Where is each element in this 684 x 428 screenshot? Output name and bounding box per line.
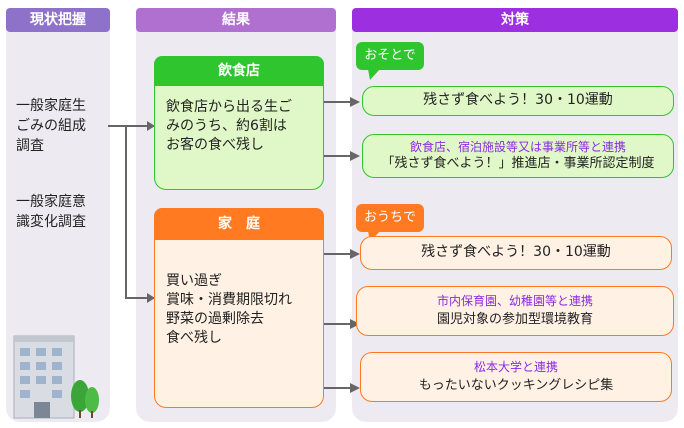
measure-home-recipes: 松本大学と連携 もったいないクッキングレシピ集 bbox=[360, 352, 672, 402]
survey-header: 現状把握 bbox=[6, 8, 110, 32]
survey-item-awareness-line: 識変化調査 bbox=[16, 214, 86, 230]
measure-home-campaign: 残さず食べよう！30・10運動 bbox=[360, 236, 672, 270]
survey-item-awareness: 一般家庭意 識変化調査 bbox=[16, 192, 86, 232]
measure-home-recipes-partner: 松本大学と連携 bbox=[473, 360, 558, 374]
measure-out-certification-text: 「残さず食べよう！」推進店・事業所認定制度 bbox=[381, 156, 655, 171]
connector-survey-out bbox=[108, 125, 126, 127]
measure-home-recipes-text: もったいないクッキングレシピ集 bbox=[418, 378, 614, 393]
measure-home-education-partner: 市内保育園、幼稚園等と連携 bbox=[436, 294, 593, 308]
survey-item-composition: 一般家庭生 ごみの組成 調査 bbox=[16, 96, 86, 156]
measure-out-campaign-text: 残さず食べよう！30・10運動 bbox=[423, 92, 613, 108]
connector-to-restaurant bbox=[125, 125, 149, 127]
arrow-household-to-home3 bbox=[324, 387, 352, 389]
restaurant-title: 飲食店 bbox=[154, 56, 324, 86]
measure-home-education: 市内保育園、幼稚園等と連携 園児対象の参加型環境教育 bbox=[356, 286, 674, 336]
restaurant-result-line: 飲食店から出る生ご bbox=[166, 99, 292, 115]
arrow-household-to-home2 bbox=[324, 323, 352, 325]
building-icon bbox=[13, 335, 99, 419]
household-result-line: 買い過ぎ bbox=[166, 273, 222, 289]
speech-bubble-icon bbox=[356, 42, 424, 80]
household-result-text: 買い過ぎ 賞味・消費期限切れ 野菜の過剰除去 食べ残し bbox=[166, 272, 292, 348]
restaurant-result-line: お客の食べ残し bbox=[166, 137, 264, 153]
arrowhead-icon bbox=[147, 293, 155, 303]
connector-to-household bbox=[125, 297, 149, 299]
measure-home-education-text: 園児対象の参加型環境教育 bbox=[436, 312, 593, 327]
household-result-line: 野菜の過剰除去 bbox=[166, 311, 264, 327]
survey-item-composition-line: ごみの組成 bbox=[16, 118, 86, 134]
measure-out-campaign: 残さず食べよう！30・10運動 bbox=[362, 86, 674, 116]
connector-survey-vertical bbox=[125, 125, 127, 299]
survey-item-awareness-line: 一般家庭意 bbox=[16, 194, 86, 210]
survey-item-composition-line: 一般家庭生 bbox=[16, 98, 86, 114]
household-title: 家 庭 bbox=[154, 208, 324, 240]
measure-out-certification-partner: 飲食店、宿泊施設等又は事業所等と連携 bbox=[409, 140, 626, 154]
results-header: 結果 bbox=[136, 8, 336, 32]
arrow-restaurant-to-out2 bbox=[324, 155, 352, 157]
survey-item-composition-line: 調査 bbox=[16, 138, 44, 154]
arrowhead-icon bbox=[350, 97, 360, 107]
arrowhead-icon bbox=[350, 249, 360, 259]
arrow-household-to-home1 bbox=[324, 253, 352, 255]
restaurant-result-line: みのうち、約6割は bbox=[166, 118, 287, 134]
tag-home: おうちで bbox=[363, 210, 416, 225]
tag-outside: おそとで bbox=[364, 48, 416, 63]
arrow-restaurant-to-out1 bbox=[324, 101, 352, 103]
arrowhead-icon bbox=[350, 319, 360, 329]
measure-home-campaign-text: 残さず食べよう！30・10運動 bbox=[421, 244, 611, 260]
household-result-line: 賞味・消費期限切れ bbox=[166, 292, 292, 308]
arrowhead-icon bbox=[147, 121, 155, 131]
measures-header: 対策 bbox=[352, 8, 678, 32]
measure-out-certification: 飲食店、宿泊施設等又は事業所等と連携 「残さず食べよう！」推進店・事業所認定制度 bbox=[362, 134, 674, 178]
restaurant-result-text: 飲食店から出る生ご みのうち、約6割は お客の食べ残し bbox=[166, 98, 292, 155]
arrowhead-icon bbox=[350, 383, 360, 393]
household-result-line: 食べ残し bbox=[166, 330, 222, 346]
arrowhead-icon bbox=[350, 151, 360, 161]
